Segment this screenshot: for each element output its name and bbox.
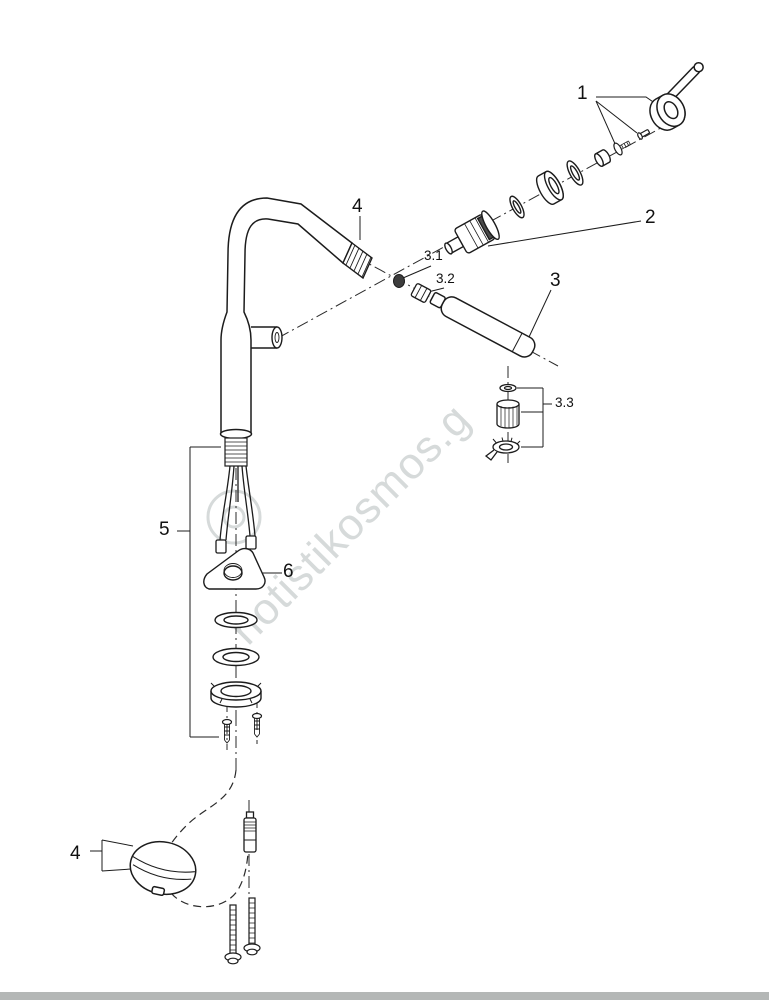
callout-6: 6 <box>283 561 294 582</box>
callout-3-1: 3.1 <box>424 248 443 263</box>
callout-3: 3 <box>550 270 561 291</box>
fixing-bolts <box>224 897 261 965</box>
callout-3-2: 3.2 <box>436 271 455 286</box>
hose-weight <box>129 840 197 897</box>
footer-bar <box>0 992 769 1000</box>
spray-wand <box>429 292 536 358</box>
faucet-spout <box>219 197 353 440</box>
cartridge-seals <box>509 149 611 219</box>
callout-4-top: 4 <box>352 196 363 217</box>
centerlines <box>226 123 669 897</box>
callout-5: 5 <box>159 519 170 540</box>
callout-1: 1 <box>577 83 588 104</box>
watermark-logo-circle <box>206 489 262 545</box>
supply-hoses <box>215 465 257 554</box>
callout-2: 2 <box>645 207 656 228</box>
mounting-nut <box>210 681 262 708</box>
hose-nipple <box>410 283 432 303</box>
cartridge <box>444 210 500 255</box>
mounting-screws <box>221 712 263 744</box>
handle-lever <box>649 61 704 131</box>
spout-aerator <box>342 241 373 280</box>
hose-coupling <box>243 811 257 853</box>
washers <box>212 611 260 667</box>
threaded-shank <box>224 437 248 467</box>
mousseur-parts <box>484 383 521 461</box>
hose-path <box>167 769 249 908</box>
callout-3-3: 3.3 <box>555 395 574 410</box>
callout-4-bottom: 4 <box>70 843 81 864</box>
callout-leaders <box>90 96 660 872</box>
check-valve <box>393 274 405 288</box>
stabilizer-plate <box>203 547 266 590</box>
handle-boss <box>251 326 283 349</box>
handle-screw <box>613 129 650 156</box>
